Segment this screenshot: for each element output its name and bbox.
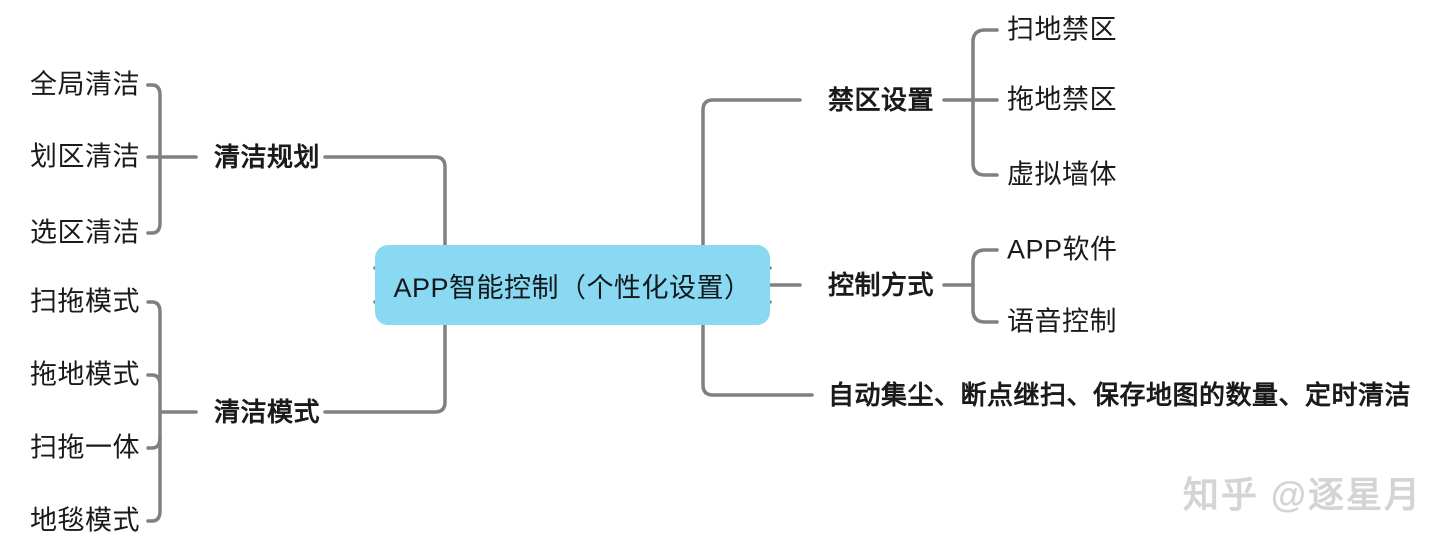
leaf-zone-cleaning[interactable]: 划区清洁 [30, 141, 140, 172]
leaf-no-sweep-zone[interactable]: 扫地禁区 [1007, 14, 1117, 45]
center-node[interactable]: APP智能控制（个性化设置） [375, 245, 770, 325]
branch-restricted-zone-settings[interactable]: 禁区设置 [828, 85, 935, 115]
leaf-virtual-wall[interactable]: 虚拟墙体 [1007, 159, 1117, 190]
edge-cleaning-mode-child-2 [146, 373, 162, 387]
leaf-sweep-mop-mode[interactable]: 扫拖模式 [30, 286, 140, 317]
bracket-cleaning-plan [146, 83, 162, 235]
leaf-global-cleaning[interactable]: 全局清洁 [30, 69, 140, 100]
leaf-sweep-mop-integrated[interactable]: 扫拖一体 [30, 432, 140, 463]
branch-extra-features[interactable]: 自动集尘、断点继扫、保存地图的数量、定时清洁 [828, 380, 1412, 410]
edge-center-to-restricted-zone [701, 98, 802, 270]
leaf-app-software[interactable]: APP软件 [1007, 234, 1118, 265]
leaf-voice-control[interactable]: 语音控制 [1007, 306, 1117, 337]
leaf-no-mop-zone[interactable]: 拖地禁区 [1007, 84, 1117, 115]
leaf-mop-mode[interactable]: 拖地模式 [30, 359, 140, 390]
edge-cleaning-mode-child-3 [146, 436, 162, 450]
leaf-selected-area-cleaning[interactable]: 选区清洁 [30, 217, 140, 248]
bracket-cleaning-mode [146, 300, 162, 523]
leaf-carpet-mode[interactable]: 地毯模式 [30, 505, 140, 536]
watermark: 知乎 @逐星月 [1182, 474, 1422, 515]
bracket-control-method [971, 248, 999, 324]
branch-cleaning-plan[interactable]: 清洁规划 [213, 142, 320, 172]
bracket-restricted-zone [971, 28, 999, 177]
branch-cleaning-mode[interactable]: 清洁模式 [213, 397, 320, 427]
branch-control-method[interactable]: 控制方式 [828, 270, 935, 300]
center-node-label: APP智能控制（个性化设置） [393, 272, 752, 303]
